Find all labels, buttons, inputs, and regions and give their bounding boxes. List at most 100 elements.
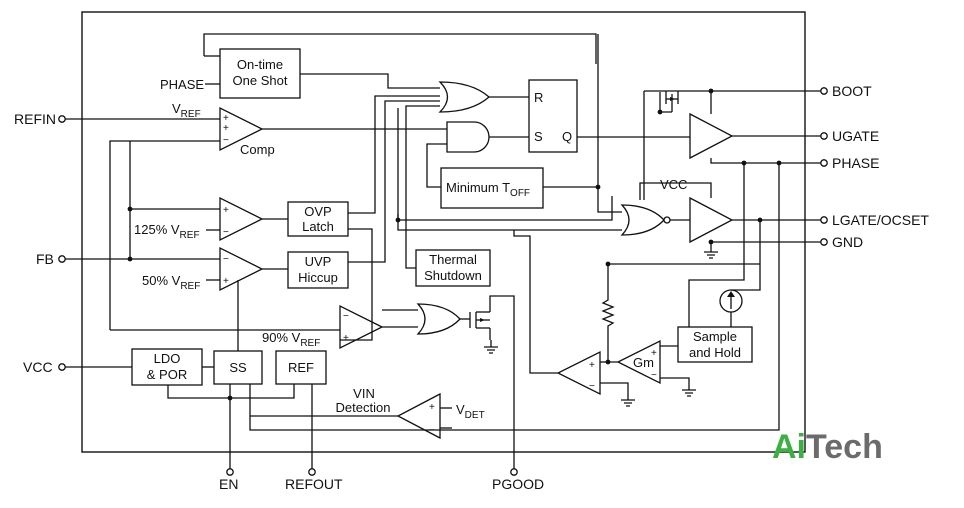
svg-text:R: R [534,90,543,105]
svg-text:Shutdown: Shutdown [424,268,482,283]
svg-text:Minimum TOFF: Minimum TOFF [446,180,530,199]
ovp-latch-block: OVP Latch [287,201,349,237]
svg-text:BOOT: BOOT [832,83,872,99]
minimum-toff-block: Minimum TOFF [440,167,544,209]
svg-text:Hiccup: Hiccup [298,270,338,285]
svg-text:+: + [223,205,229,216]
current-source [719,289,743,313]
svg-text:+: + [429,402,435,413]
pg-ref-label: 90% VREF [262,330,320,349]
svg-text:OVP: OVP [304,204,331,219]
pin-refout: REFOUT [285,468,343,492]
svg-text:−: − [651,370,657,381]
pin-phase-out: PHASE [820,155,879,171]
svg-text:One Shot: One Shot [233,73,288,88]
svg-text:PGOOD: PGOOD [492,476,544,492]
svg-text:& POR: & POR [147,367,187,382]
svg-text:SS: SS [229,360,247,375]
ground-symbol [682,384,696,397]
oc-comparator: + − [556,350,601,396]
svg-text:S: S [534,129,543,144]
svg-text:UGATE: UGATE [832,128,879,144]
pin-en: EN [219,468,238,492]
phase-input-label: PHASE [160,77,204,92]
and-gate-set [446,121,490,153]
vin-label: VIN [353,386,375,401]
pin-fb: FB [36,251,66,267]
svg-text:REFIN: REFIN [14,111,56,127]
pin-vcc: VCC [23,359,66,375]
svg-text:LGATE/OCSET: LGATE/OCSET [832,212,929,228]
pgood-mosfet [469,311,490,329]
svg-text:+: + [343,333,349,344]
svg-text:EN: EN [219,476,238,492]
chip-outline [81,11,806,453]
ldo-por-block: LDO & POR [131,348,203,386]
junction-dots [127,88,782,401]
pin-pgood: PGOOD [492,468,544,492]
svg-text:Q: Q [562,129,572,144]
ovp-ref-label: 125% VREF [134,222,200,241]
vin-detection-comparator: + − [396,392,441,440]
svg-text:Sample: Sample [693,329,737,344]
svg-text:Gm: Gm [633,355,654,370]
svg-text:Latch: Latch [302,219,334,234]
svg-text:−: − [343,311,349,322]
svg-text:and Hold: and Hold [689,345,741,360]
uvp-ref-label: 50% VREF [142,273,200,292]
boot-switch-mosfet [659,91,679,112]
svg-text:VCC: VCC [23,359,53,375]
ground-symbol [484,340,498,354]
ground-symbol [704,246,718,259]
uvp-comparator: − + [219,246,264,292]
svg-text:REF: REF [288,360,314,375]
svg-text:UVP: UVP [305,254,332,269]
vdet-label: VDET [456,402,485,421]
on-time-one-shot-block: On-time One Shot [219,48,301,99]
thermal-shutdown-block: Thermal Shutdown [415,249,491,287]
sr-flip-flop: R S Q [528,79,578,153]
upper-gate-driver [689,112,734,160]
sample-and-hold-block: Sample and Hold [677,326,753,363]
offset-resistor [601,295,615,333]
pin-lgate-ocset: LGATE/OCSET [820,212,929,228]
pin-ugate: UGATE [820,128,879,144]
svg-text:+: + [223,123,229,134]
or-gate-pgood [416,303,461,335]
pgood-comparator: − + [339,304,384,350]
svg-text:PHASE: PHASE [832,155,879,171]
lower-gate-driver [689,196,734,244]
svg-text:GND: GND [832,234,863,250]
ground-symbol [621,394,635,407]
ovp-comparator: + − [219,196,264,242]
svg-text:REFOUT: REFOUT [285,476,343,492]
gm-amplifier: + − Gm [616,339,661,385]
nor-bubble [663,216,671,224]
pin-gnd: GND [820,234,863,250]
vref-label: VREF [172,101,201,120]
svg-text:+: + [589,360,595,371]
svg-text:+: + [223,276,229,287]
vcc-driver-label: VCC [660,177,687,192]
svg-text:LDO: LDO [154,351,181,366]
svg-text:FB: FB [36,251,54,267]
svg-text:+: + [651,348,657,359]
watermark-logo: AiTech [772,428,883,466]
svg-text:On-time: On-time [237,57,283,72]
svg-text:+: + [223,113,229,124]
comp-comparator: + + − [219,106,264,152]
pin-boot: BOOT [820,83,872,99]
or-gate-reset [438,81,490,113]
wiring [65,33,821,469]
svg-text:−: − [223,254,229,265]
nor-gate-lowside [620,204,665,236]
svg-text:−: − [589,381,595,392]
ref-block: REF [275,350,327,385]
pin-refin: REFIN [14,111,66,127]
vin-detection-label: Detection [336,400,391,415]
uvp-hiccup-block: UVP Hiccup [287,251,349,289]
svg-text:−: − [223,227,229,238]
comp-label: Comp [240,142,275,157]
svg-text:Thermal: Thermal [429,252,477,267]
